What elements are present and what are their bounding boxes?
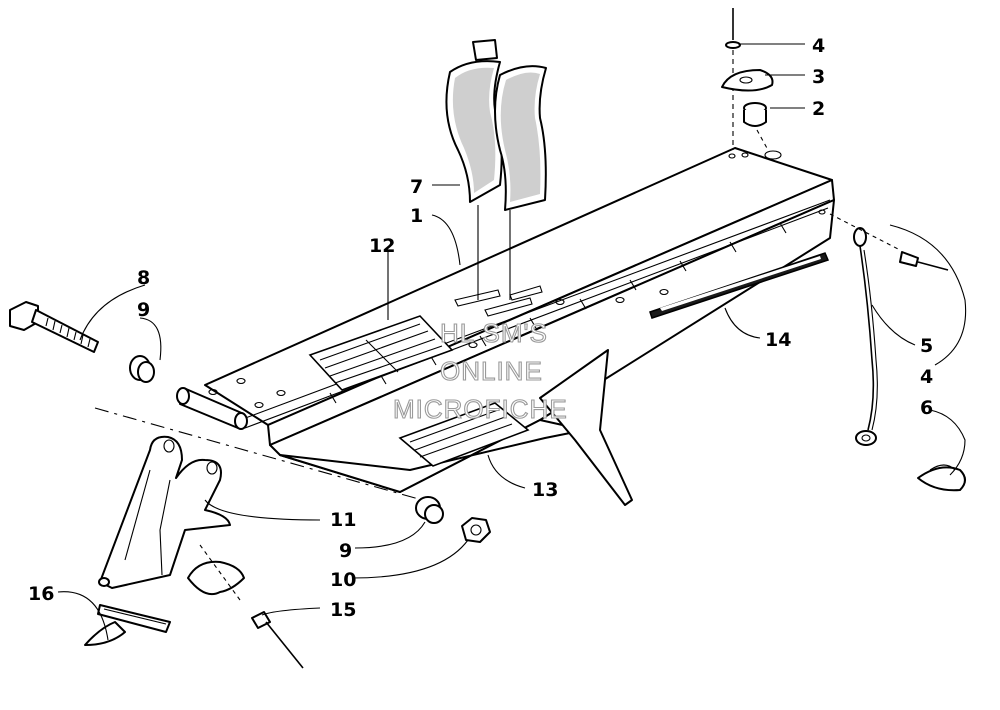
watermark-line-1: HL SM'S (440, 318, 548, 348)
callout-5: 5 (920, 335, 933, 357)
callout-8: 8 (137, 267, 150, 289)
bolt-8 (9, 301, 99, 353)
pad-16 (84, 604, 171, 646)
callout-9-right: 9 (339, 540, 352, 562)
watermark-line-3: MICROFICHE (393, 394, 568, 424)
callout-11: 11 (330, 509, 356, 531)
decal-strip-14 (649, 252, 830, 319)
decal-plate-12 (308, 315, 454, 391)
callout-15: 15 (330, 599, 356, 621)
callout-10: 10 (330, 569, 356, 591)
callout-7: 7 (410, 176, 423, 198)
mounting-holes (208, 150, 826, 409)
callout-3: 3 (812, 66, 825, 88)
hinge-knuckles (329, 222, 787, 404)
callout-1: 1 (410, 205, 423, 227)
callout-12: 12 (369, 235, 395, 257)
pad-slots (454, 285, 543, 317)
leader-lines (57, 43, 967, 641)
callout-2: 2 (812, 98, 825, 120)
watermark-line-2: ONLINE (440, 356, 543, 386)
callout-4-top: 4 (812, 35, 825, 57)
callout-9-left: 9 (137, 299, 150, 321)
callout-6: 6 (920, 397, 933, 419)
callout-14: 14 (765, 329, 791, 351)
cable-assembly (829, 213, 966, 492)
pivot-sleeve (176, 387, 248, 430)
callout-4-right: 4 (920, 366, 933, 388)
callout-13: 13 (532, 479, 558, 501)
decal-plate-13 (398, 402, 530, 467)
washer-9-left (129, 355, 155, 383)
grip-pad-7 (445, 39, 547, 300)
rivet-plate-15 (187, 544, 304, 669)
callout-16: 16 (28, 583, 54, 605)
callout-labels: 4 3 2 5 4 6 7 1 12 14 13 8 9 11 9 10 15 … (28, 35, 933, 621)
washer-9-right (415, 496, 444, 524)
grommet-assembly (721, 8, 774, 151)
nut-10 (461, 517, 491, 543)
watermark: HL SM'S ONLINE MICROFICHE (392, 317, 568, 424)
bracket-11 (98, 435, 231, 589)
